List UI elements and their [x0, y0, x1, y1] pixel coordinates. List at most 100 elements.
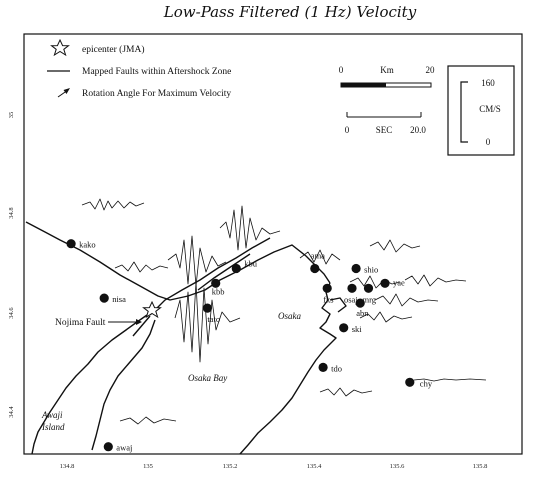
- waveform-trace-kako: [81, 198, 145, 211]
- station-marker-ama: [310, 263, 320, 274]
- nojima-fault-label: Nojima Fault: [55, 318, 106, 328]
- x-tick-label: 135.8: [473, 463, 488, 470]
- waveform-trace-ski: [359, 311, 413, 323]
- epicenter-star-icon: [142, 300, 162, 319]
- figure-title: Low-Pass Filtered (1 Hz) Velocity: [163, 3, 417, 21]
- station-label-kbb: kbb: [212, 286, 225, 296]
- station-marker-tdo: [318, 362, 328, 372]
- station-label-tato: tato: [207, 314, 220, 324]
- legend-faults-label: Mapped Faults within Aftershock Zone: [82, 66, 231, 77]
- station-marker-tato: [202, 303, 212, 313]
- osaka-label: Osaka: [278, 311, 301, 321]
- amplitude-scale-min: 0: [486, 137, 491, 147]
- station-marker-abn: [355, 298, 365, 308]
- amplitude-scale-box: [447, 65, 515, 156]
- waveform-trace-ama: [299, 249, 341, 265]
- y-tick-label: 34.4: [8, 406, 15, 418]
- y-tick-label: 35: [8, 112, 15, 119]
- time-scale-unit: SEC: [376, 125, 393, 135]
- awaji-island-label-line1: Awaji: [41, 410, 63, 420]
- coastline: [25, 221, 347, 455]
- waveform-trace-fks: [349, 275, 401, 289]
- y-tick-label: 34.8: [8, 207, 15, 218]
- distance-scale-start: 0: [339, 65, 344, 75]
- station-marker-kako: [66, 239, 76, 249]
- station-marker-chy: [405, 377, 415, 387]
- harbour-detail: [329, 297, 347, 313]
- x-tick-label: 135: [143, 463, 153, 470]
- station-marker-shio: [351, 263, 361, 274]
- x-tick-label: 135.6: [390, 463, 405, 470]
- amplitude-scale: 160 CM/S 0: [447, 65, 515, 156]
- station-marker-kbb: [211, 278, 221, 288]
- waveform-trace-shio: [369, 239, 421, 253]
- waveform-trace-chy: [413, 378, 487, 382]
- distance-scale-bar-fill: [341, 83, 386, 87]
- distance-scale-unit: Km: [380, 65, 394, 75]
- faults: [132, 237, 271, 337]
- x-tick-label: 135.2: [223, 463, 238, 470]
- x-tick-label: 135.4: [307, 463, 322, 470]
- station-marker-ski: [339, 323, 349, 333]
- waveform-trace-tato: [174, 281, 241, 363]
- rotation-arrow-icon: [57, 88, 70, 98]
- map-frame: [23, 33, 523, 455]
- station-label-chy: chy: [420, 378, 433, 388]
- station-label-nisa: nisa: [112, 294, 126, 304]
- station-label-ski: ski: [352, 324, 363, 334]
- x-tick-label: 134.8: [60, 463, 75, 470]
- station-label-abn: abn: [356, 308, 369, 318]
- amplitude-scale-bar: [460, 81, 468, 143]
- waveform-traces: [81, 198, 487, 425]
- nojima-fault-arrow-icon: [108, 319, 142, 325]
- suma-fault-line: [197, 253, 251, 291]
- epicenter-star-icon: [50, 38, 70, 57]
- station-label-awaj: awaj: [116, 443, 132, 453]
- waveform-trace-kbu: [219, 205, 281, 251]
- station-marker-mrg: [363, 283, 374, 293]
- station-marker-kbu: [231, 263, 241, 274]
- station-label-osaj: osaj: [344, 294, 358, 304]
- time-scale-start: 0: [345, 125, 350, 135]
- time-scale-end: 20.0: [410, 125, 426, 135]
- y-axis: 35 34.8 34.6 34.4: [8, 112, 15, 418]
- waveform-trace-yae: [404, 274, 467, 287]
- x-axis: 134.8 135 135.2 135.4 135.6 135.8: [60, 463, 488, 470]
- station-label-kako: kako: [79, 240, 96, 250]
- station-label-shio: shio: [364, 265, 378, 275]
- osaka-bay-label: Osaka Bay: [188, 373, 227, 383]
- station-marker-osaj: [347, 283, 357, 293]
- station-label-mrg: mrg: [363, 294, 377, 304]
- station-label-ama: ama: [311, 251, 325, 261]
- awaji-east-coast: [91, 319, 156, 451]
- rokko-fault-line: [149, 237, 271, 316]
- station-label-fks: fks: [323, 294, 333, 304]
- legend: epicenter (JMA) Mapped Faults within Aft…: [47, 38, 231, 99]
- station-marker-fks: [322, 283, 332, 293]
- amplitude-scale-max: 160: [481, 78, 495, 88]
- east-coastline: [239, 282, 337, 455]
- waveform-trace-tdo: [319, 387, 373, 397]
- station-label-kbu: kbu: [244, 259, 257, 269]
- station-marker-yae: [380, 278, 390, 288]
- awaji-island-label-line2: Island: [41, 422, 65, 432]
- amplitude-scale-unit: CM/S: [479, 104, 501, 114]
- awaji-north-coast: [31, 314, 148, 455]
- waveform-trace-abn: [374, 293, 439, 307]
- y-tick-label: 34.6: [8, 307, 15, 319]
- waveform-trace-kbb: [167, 235, 227, 287]
- station-label-tdo: tdo: [331, 363, 342, 373]
- station-label-yae: yae: [393, 277, 405, 287]
- waveform-trace-awaj: [119, 416, 177, 425]
- legend-rotation-label: Rotation Angle For Maximum Velocity: [82, 89, 231, 99]
- distance-scale: 0 Km 20: [339, 65, 436, 88]
- waveform-trace-nisa: [114, 261, 169, 273]
- legend-epicenter-label: epicenter (JMA): [82, 44, 145, 55]
- station-marker-nisa: [99, 293, 109, 303]
- distance-scale-end: 20: [426, 65, 436, 75]
- nojima-fault-line: [132, 315, 151, 337]
- station-marker-awaj: [103, 442, 113, 452]
- time-scale: 0 SEC 20.0: [345, 112, 426, 135]
